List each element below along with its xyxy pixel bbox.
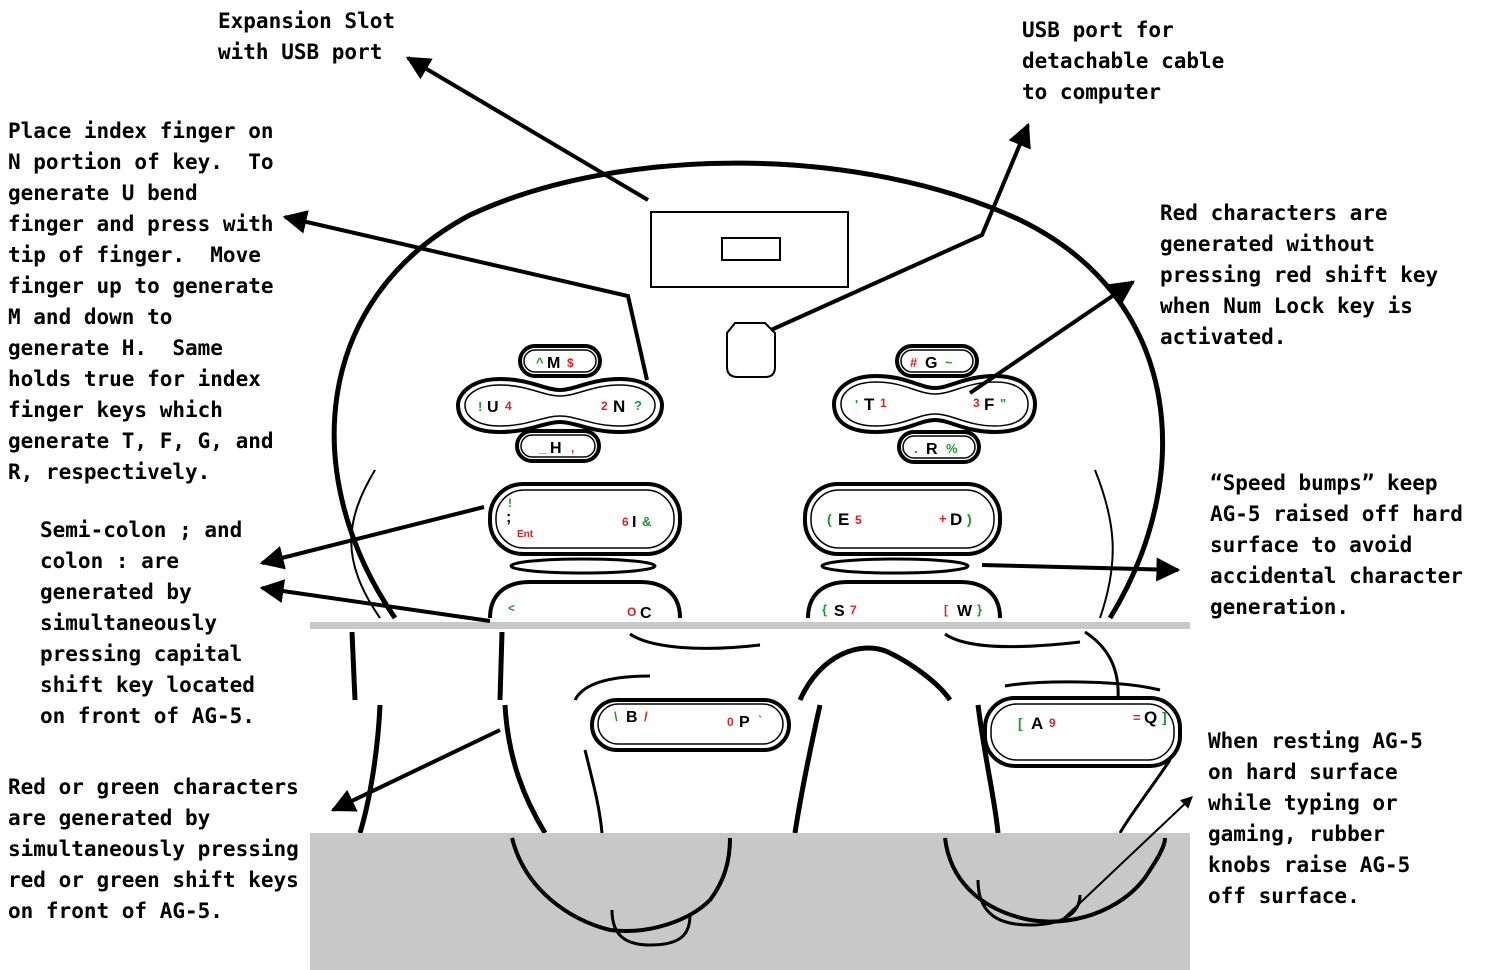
key-label: } [977,602,982,617]
key-label: _ [538,440,547,455]
callout-speed-bumps: “Speed bumps” keep AG-5 raised off hard … [1210,471,1463,619]
key-label: 4 [505,399,512,413]
key-label: + [939,511,947,526]
ed-key[interactable]: ( E 5 + D ) [803,482,1002,556]
row4-right-key[interactable]: { S 7 [ W } [806,580,1002,620]
key-label: D [950,510,962,529]
key-label: = [1133,710,1141,725]
key-label: 6 [622,515,629,529]
callout-usb-port: USB port for detachable cable to compute… [1022,18,1225,104]
key-label: M [547,355,560,372]
key-label: ? [634,398,642,413]
key-label: 0 [727,715,734,729]
usb-port [726,322,776,378]
key-label: B [626,709,638,726]
key-label: % [946,441,958,456]
key-label: ` [758,713,762,728]
scan-gap-band [310,622,1190,629]
key-label: E [838,510,849,529]
key-label: N [613,397,625,416]
key-label: , [571,441,574,455]
key-label: $ [567,356,574,370]
speed-bump-right [820,557,970,575]
callout-red-characters: Red characters are generated without pre… [1160,201,1439,349]
key-label: T [864,395,875,414]
un-key[interactable]: ! U 4 2 N ? [455,376,665,435]
key-label: 9 [1049,716,1056,730]
aq-key[interactable]: [ A 9 = Q ] [983,696,1182,768]
key-label: " [1000,396,1006,411]
rubber-knobs [510,837,1167,947]
key-label: U [487,399,499,416]
key-label: ~ [945,355,953,370]
h-key[interactable]: _ H , [515,429,601,463]
key-label: ) [967,511,972,527]
key-label: I [632,514,636,531]
semicolon-key[interactable]: ! ; Ent 6 I & [488,482,682,556]
key-label: 2 [601,399,608,413]
tf-key[interactable]: ' T 1 3 F " [831,373,1038,435]
key-label: F [984,395,994,414]
g-key[interactable]: # G ~ [895,344,979,378]
key-label: G [925,355,937,372]
key-label: R [926,441,938,458]
key-label: 3 [973,396,980,410]
key-label: ; [506,509,511,526]
m-key[interactable]: ^ M $ [518,344,602,378]
lower-legs [357,704,1172,835]
callout-semicolon: Semi-colon ; and colon : are generated b… [40,518,255,728]
key-label: ! [508,496,512,510]
device-outline [331,160,1166,620]
key-label: W [957,603,973,620]
key-label: ( [827,511,832,527]
key-label: P [739,714,750,731]
expansion-slot-usb [721,237,781,261]
key-label: [ [1018,715,1023,731]
key-label: 1 [880,396,887,410]
device-inner-line-right [1094,469,1114,619]
key-label: ' [855,397,858,412]
r-key[interactable]: . R % [897,430,981,464]
key-label: # [910,355,918,370]
key-label: O [627,605,636,619]
row4-left-key[interactable]: < O C [488,580,682,622]
key-label: & [642,514,651,529]
key-label: . [914,441,918,456]
key-label: { [822,602,827,617]
callout-index-finger: Place index finger on N portion of key. … [8,119,274,484]
bp-key[interactable]: \ B / 0 P ` [590,698,791,752]
lower-section [349,630,1161,702]
key-label: C [640,605,652,622]
key-label: Q [1144,708,1157,727]
key-label: ] [1162,709,1167,725]
key-label: 7 [850,603,857,617]
key-label: A [1031,714,1043,733]
key-label: S [834,603,845,620]
expansion-slot [650,211,849,288]
key-label: < [508,601,515,615]
key-label: / [644,709,648,724]
key-label: Ent [517,529,534,540]
callout-arrows [259,56,1193,921]
key-label: H [550,440,562,457]
key-label: ^ [536,355,544,370]
speed-bump-left [509,557,657,575]
callout-expansion-slot: Expansion Slot with USB port [218,9,396,64]
callout-resting: When resting AG-5 on hard surface while … [1208,729,1423,908]
key-label: [ [944,603,948,617]
key-label: \ [614,709,618,724]
callout-red-green: Red or green characters are generated by… [8,775,299,923]
key-label: ! [478,399,482,414]
key-label: 5 [855,513,862,527]
base-band [310,833,1190,970]
